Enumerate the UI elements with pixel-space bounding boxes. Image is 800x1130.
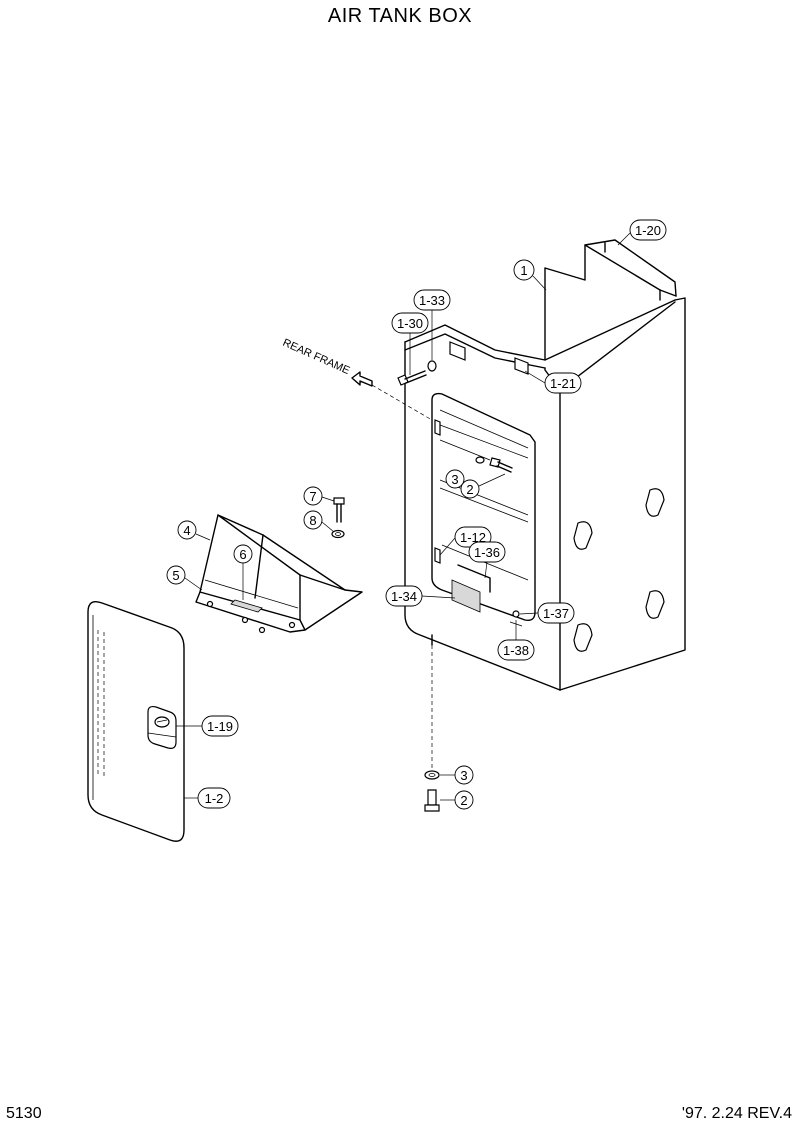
page-number: 5130 — [6, 1105, 42, 1122]
callout-6: 6 — [233, 544, 253, 600]
callout-1-2: 1-2 — [184, 787, 231, 809]
callout-1-33: 1-33 — [413, 289, 451, 360]
svg-text:4: 4 — [183, 523, 190, 538]
callout-1-34: 1-34 — [385, 585, 456, 607]
callout-1: 1 — [513, 259, 547, 291]
svg-text:1-20: 1-20 — [635, 223, 661, 238]
callout-8: 8 — [303, 510, 335, 533]
svg-text:1-36: 1-36 — [474, 545, 500, 560]
callout-7: 7 — [303, 486, 335, 506]
callout-1-36: 1-36 — [468, 541, 506, 579]
callout-1-30: 1-30 — [391, 312, 429, 375]
svg-text:2: 2 — [460, 793, 467, 808]
svg-text:2: 2 — [466, 482, 473, 497]
callout-2-bottom: 2 — [440, 790, 474, 810]
callout-4: 4 — [177, 520, 211, 541]
page-title: AIR TANK BOX — [327, 5, 473, 27]
callout-3-top: 3 — [445, 469, 465, 489]
rear-frame-arrow-icon — [351, 371, 373, 387]
svg-text:1-34: 1-34 — [391, 589, 417, 604]
svg-text:1-33: 1-33 — [419, 293, 445, 308]
svg-text:1-19: 1-19 — [207, 719, 233, 734]
svg-text:7: 7 — [309, 489, 316, 504]
revision-date: '97. 2.24 REV.4 — [681, 1105, 792, 1122]
svg-text:3: 3 — [460, 768, 467, 783]
door-panel — [87, 600, 185, 842]
callout-1-38: 1-38 — [497, 620, 535, 661]
svg-text:1: 1 — [520, 263, 527, 278]
rear-frame-annotation: REAR FRAME — [281, 337, 433, 421]
svg-text:1-30: 1-30 — [397, 316, 423, 331]
svg-text:8: 8 — [309, 513, 316, 528]
callout-5: 5 — [166, 565, 203, 591]
svg-text:1-12: 1-12 — [460, 530, 486, 545]
bolt-2-top — [475, 456, 513, 473]
callout-2-top: 2 — [460, 473, 506, 499]
washer-1-33 — [427, 360, 437, 372]
rear-frame-label: REAR FRAME — [281, 337, 352, 377]
callout-3-bottom: 3 — [440, 765, 474, 785]
svg-text:1-37: 1-37 — [543, 606, 569, 621]
callout-1-20: 1-20 — [617, 219, 667, 246]
washer-3-bottom — [424, 770, 440, 780]
bolt-2-bottom — [424, 789, 440, 812]
svg-text:6: 6 — [239, 547, 246, 562]
washer-8 — [331, 529, 345, 539]
svg-text:5: 5 — [172, 568, 179, 583]
air-tank-box-body — [404, 239, 686, 691]
svg-text:3: 3 — [451, 472, 458, 487]
bolt-1-30 — [397, 370, 427, 386]
callout-1-19: 1-19 — [176, 715, 239, 737]
callout-1-21: 1-21 — [524, 370, 582, 394]
tray-assembly — [195, 514, 363, 634]
callout-1-37: 1-37 — [512, 602, 575, 624]
svg-text:1-38: 1-38 — [503, 643, 529, 658]
svg-text:1-21: 1-21 — [550, 376, 576, 391]
bolt-7 — [333, 497, 345, 523]
svg-text:1-2: 1-2 — [205, 791, 224, 806]
